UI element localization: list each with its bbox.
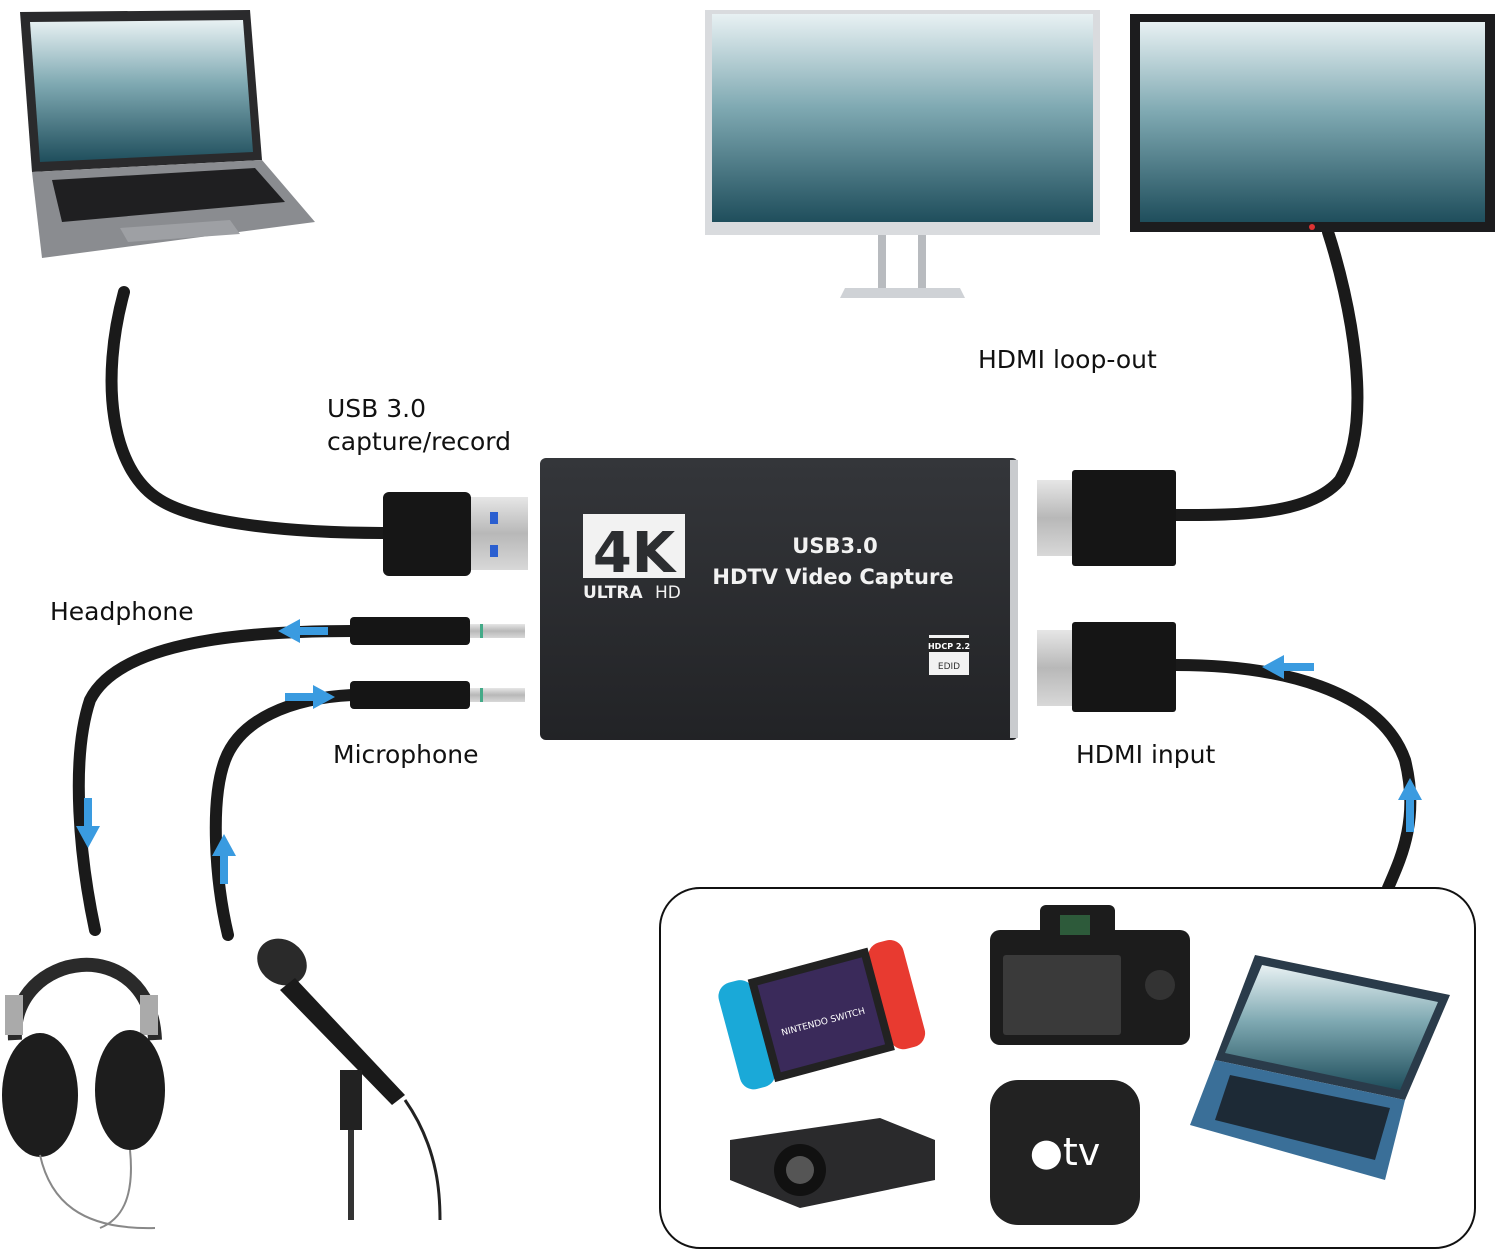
hdmi-input-label: HDMI input (1076, 740, 1215, 769)
arrow-icon (212, 834, 236, 884)
flow-arrows (76, 619, 1422, 884)
microphone-label: Microphone (333, 740, 479, 769)
microphone-jack (350, 681, 525, 709)
apple-icon: ● (1030, 1130, 1063, 1174)
hd-text: HD (655, 583, 681, 603)
hdmi-loop-out-cable (1170, 226, 1364, 521)
4k-logo-text: 4K (593, 521, 678, 586)
4k-logo (583, 514, 685, 578)
hdmi-input-cable (1170, 659, 1417, 894)
capture-device: 4K ULTRA HD USB3.0 HDTV Video Capture HD… (540, 458, 1018, 740)
edid-text: EDID (938, 662, 960, 672)
usb-label-line2: capture/record (327, 427, 511, 456)
port-labels: USB 3.0 capture/record HDMI loop-out Hea… (50, 345, 1215, 769)
video-sources-box: NINTENDO SWITCH ●tv (659, 887, 1476, 1249)
microphone-cable (209, 689, 358, 941)
apple-tv: ●tv (990, 1080, 1140, 1225)
arrow-icon (285, 685, 335, 709)
headphone-cable (72, 625, 358, 936)
headphone-label: Headphone (50, 597, 194, 626)
headphone-jack (350, 617, 525, 645)
arrow-icon (76, 798, 100, 848)
laptop-source (1190, 955, 1450, 1180)
mirrorless-camera (990, 905, 1190, 1045)
cables (72, 226, 1417, 941)
laptop-computer (20, 10, 315, 258)
usb-label-line1: USB 3.0 (327, 394, 426, 423)
apple-tv-text: tv (1063, 1130, 1100, 1174)
monitor-1 (705, 10, 1100, 298)
arrow-icon (1398, 778, 1422, 832)
device-line1: USB3.0 (792, 534, 877, 558)
hdmi-loop-out-label: HDMI loop-out (978, 345, 1157, 374)
headphones (2, 957, 165, 1230)
apple-tv-logo: ●tv (1030, 1130, 1101, 1174)
device-line2: HDTV Video Capture (712, 565, 953, 589)
arrow-icon (278, 619, 328, 643)
monitor-2 (1130, 14, 1495, 232)
hdmi-loop-out-connector (1037, 470, 1176, 566)
ultra-text: ULTRA (583, 583, 644, 603)
hdcp-text: HDCP 2.2 (928, 642, 970, 651)
usb-cable (105, 286, 391, 539)
projector (730, 1118, 935, 1208)
nintendo-switch: NINTENDO SWITCH (718, 940, 926, 1090)
hdmi-input-connector (1037, 622, 1176, 712)
arrow-icon (1262, 655, 1314, 679)
usb-plug (383, 492, 528, 576)
microphone (257, 938, 442, 1221)
